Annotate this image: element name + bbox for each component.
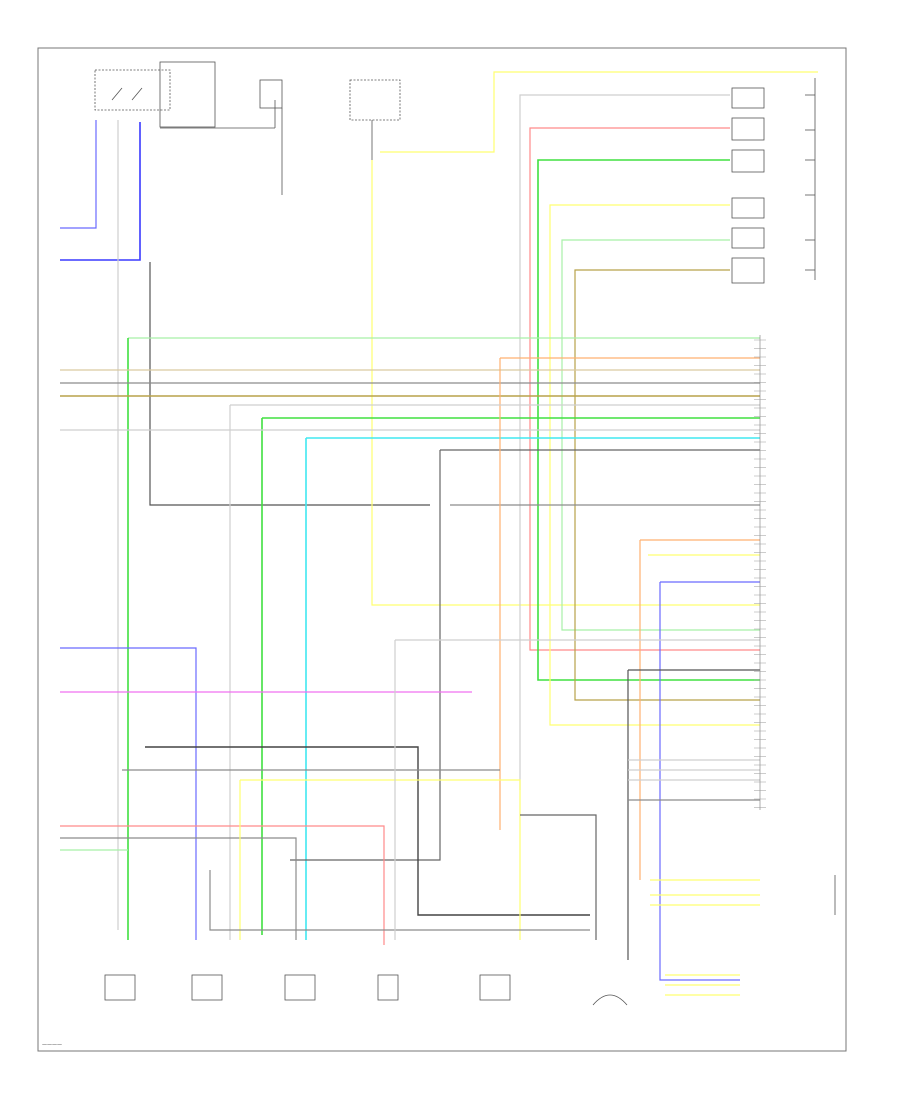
- wire-yellow-vert: [371, 160, 760, 606]
- wire-olive-right: [574, 269, 760, 701]
- bottom-speaker: [592, 994, 628, 1006]
- ignition-switch: [94, 61, 276, 129]
- wire-blue-2: [60, 122, 141, 261]
- wire-gray-bottom2: [60, 837, 297, 940]
- wire-red-bottom: [60, 825, 385, 945]
- connector-pins: [754, 339, 766, 808]
- bottom-component-1: [104, 974, 136, 1001]
- wire-blue-drop3: [659, 582, 740, 981]
- wires: [60, 71, 818, 996]
- wire-dark-right-b: [627, 669, 760, 960]
- wire-yellow-right: [549, 204, 760, 726]
- wire-yellow-lower-r: [650, 879, 760, 906]
- bottom-component-3: [284, 974, 316, 1001]
- fuse-block-right: [731, 78, 816, 284]
- wire-yellow-lower-r2: [665, 974, 740, 996]
- wire-lightgreen-right: [561, 239, 760, 631]
- wire-gray-b6: [628, 759, 760, 781]
- footer-code: ————: [42, 1042, 62, 1048]
- bottom-component-5: [479, 974, 511, 1001]
- wire-dark-b2: [520, 814, 597, 940]
- wire-dark-drop: [290, 450, 441, 861]
- wire-yellow-bottom: [240, 779, 521, 940]
- bottom-component-2: [191, 974, 223, 1001]
- diagram-frame: [37, 47, 847, 1052]
- bottom-components: [104, 875, 836, 1006]
- wire-blue-1: [60, 120, 97, 229]
- wire-gray-right: [519, 94, 730, 790]
- wire-yellow-top: [380, 71, 818, 153]
- wire-lightgray-b: [394, 639, 760, 940]
- fuse-relay-box: [259, 79, 401, 195]
- wire-dark-bottom: [145, 746, 590, 916]
- wire-gray-bottom3: [209, 870, 590, 931]
- wire-green-main: [537, 159, 760, 681]
- bottom-component-4: [377, 974, 399, 1001]
- wire-red-main: [529, 127, 760, 651]
- wire-dark-1: [149, 262, 430, 506]
- wire-blue-mid: [60, 647, 197, 940]
